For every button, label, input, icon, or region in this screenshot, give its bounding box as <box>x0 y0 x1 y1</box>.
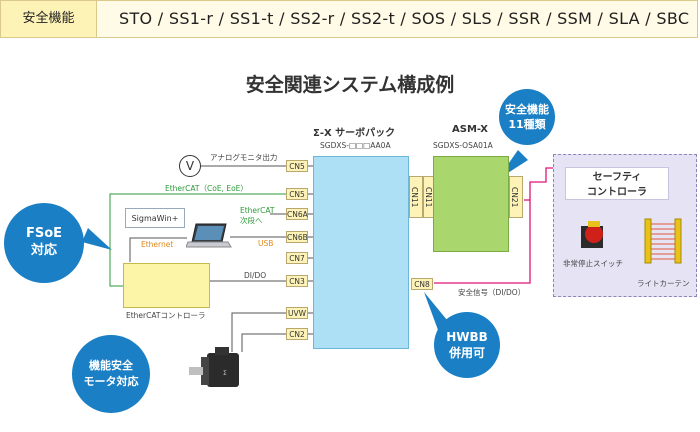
servo-pack-model: SGDXS-□□□AA0A <box>320 141 391 150</box>
connector-cn5: CN5 <box>286 188 308 200</box>
safety-motor-bubble-line2: モータ対応 <box>83 375 139 388</box>
diagram-title: 安全関連システム構成例 <box>245 74 455 96</box>
connector-cn21: CN21 <box>509 176 523 218</box>
connector-cn7: CN7 <box>286 252 308 264</box>
safety-motor-bubble-line1: 機能安全 <box>89 359 133 372</box>
usb-label: USB <box>258 239 274 248</box>
bubble-tail-hwbb <box>424 292 447 330</box>
header-function-list: STO / SS1-r / SS1-t / SS2-r / SS2-t / SO… <box>119 9 690 28</box>
asm-model: SGDXS-OSA01A <box>433 141 493 150</box>
analog-monitor-label: アナログモニタ出力 <box>210 153 278 162</box>
connector-uvw: UVW <box>286 307 308 319</box>
safety-functions-bubble-line2: 11種類 <box>508 118 546 131</box>
asm-box <box>433 156 509 252</box>
asm-name: ASM-X <box>452 124 488 135</box>
connector-cn8: CN8 <box>411 278 433 290</box>
estop-switch-icon <box>581 221 603 248</box>
fsoe-bubble: FSoE 対応 <box>4 203 84 283</box>
estop-label: 非常停止スイッチ <box>563 259 623 268</box>
ethercat-next-label-2: 次段へ <box>240 216 263 225</box>
hwbb-bubble-line1: HWBB <box>446 330 488 344</box>
connector-cn6b: CN6B <box>286 231 308 243</box>
safety-functions-bubble: 安全機能 11種類 <box>499 89 555 145</box>
connector-cn2: CN2 <box>286 328 308 340</box>
ethercat-next-label-1: EtherCAT <box>240 206 275 215</box>
sigmawin-label-box: SigmaWin+ <box>125 208 185 228</box>
svg-text:Σ: Σ <box>223 370 227 377</box>
laptop-icon <box>186 223 232 248</box>
ethercat-coe-eoe-label: EtherCAT（CoE, EoE） <box>165 184 248 193</box>
fsoe-bubble-line1: FSoE <box>25 226 63 241</box>
connector-cn6a: CN6A <box>286 208 308 220</box>
sigmawin-label: SigmaWin+ <box>131 214 179 223</box>
safety-functions-bubble-line1: 安全機能 <box>505 103 549 116</box>
servo-pack-box <box>313 156 409 349</box>
dido-label: DI/DO <box>244 271 267 280</box>
ethernet-label: Ethernet <box>141 240 174 249</box>
ethercat-controller-box <box>123 263 210 308</box>
fsoe-bubble-line2: 対応 <box>30 243 57 258</box>
safety-signal-label: 安全信号（DI/DO） <box>458 288 526 297</box>
connector-cn11-servo: CN11 <box>409 176 423 218</box>
header-label: 安全機能 <box>1 1 97 37</box>
light-curtain-label: ライトカーテン <box>637 279 690 288</box>
connector-cn5-top: CN5 <box>286 160 308 172</box>
safety-controller-label-1: セーフティ <box>592 172 642 183</box>
bubble-tail-fsoe <box>82 228 112 250</box>
safety-motor-bubble: 機能安全 モータ対応 <box>72 335 150 413</box>
ethercat-controller-label: EtherCATコントローラ <box>126 311 206 320</box>
servo-pack-name: Σ-X サーボパック <box>313 128 396 139</box>
voltmeter-icon: V <box>179 155 201 177</box>
safety-functions-header: 安全機能 STO / SS1-r / SS1-t / SS2-r / SS2-t… <box>0 0 698 38</box>
safety-controller-label-2: コントローラ <box>587 187 647 198</box>
hwbb-bubble-line2: 併用可 <box>448 346 485 360</box>
light-curtain-icon <box>644 218 682 264</box>
connector-cn3: CN3 <box>286 275 308 287</box>
safety-controller-box: セーフティ コントローラ <box>565 167 669 200</box>
hwbb-bubble: HWBB 併用可 <box>434 312 500 378</box>
motor-icon: Σ <box>189 347 239 387</box>
